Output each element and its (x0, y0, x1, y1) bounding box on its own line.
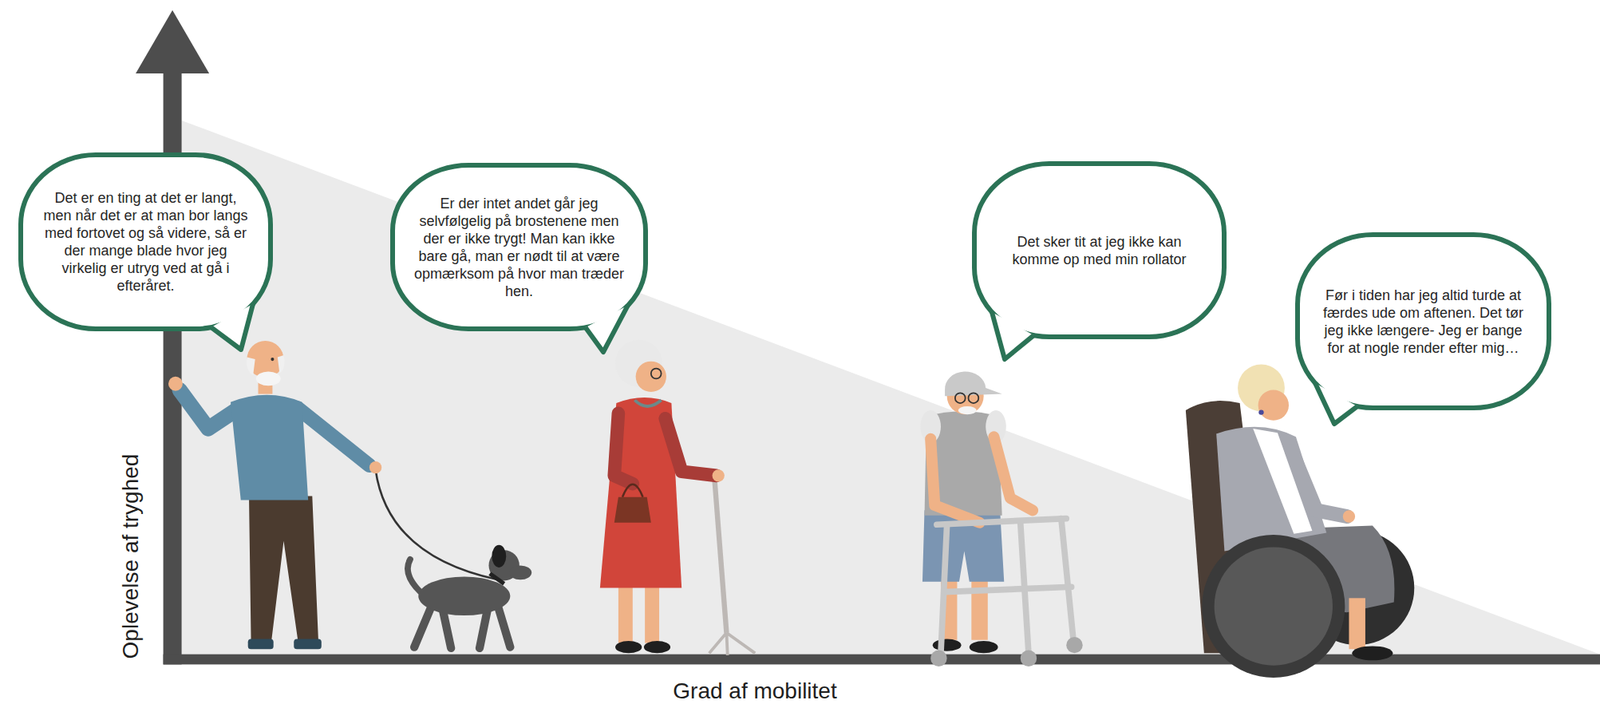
man-with-rollator-part (932, 638, 962, 651)
woman-in-wheelchair-part (1351, 645, 1393, 660)
dog-part (491, 545, 506, 568)
man-with-rollator-part (993, 436, 1033, 510)
woman-with-cane-part (634, 399, 661, 407)
man-with-dog-part (293, 638, 322, 649)
woman-in-wheelchair-part (1348, 597, 1365, 649)
y-axis-label: Oplevelse af tryghed (118, 454, 144, 660)
woman-with-cane-part (618, 581, 633, 644)
woman-with-cane-part (614, 413, 633, 484)
bubble-outline (974, 163, 1225, 337)
axes-part (135, 10, 210, 74)
speech-bubble: Det sker tit at jeg ikke kan komme op me… (974, 163, 1225, 337)
bubble-text: Det er en ting at det er langt, men når … (40, 189, 251, 295)
bubble-text: Er der intet andet går jeg selvfølgelig … (413, 194, 626, 301)
man-with-dog-part (248, 495, 319, 641)
bubble-outline (20, 154, 271, 329)
dog (407, 545, 532, 648)
woman-with-cane (600, 339, 755, 656)
bubble-tail (585, 305, 629, 352)
man-with-dog-part (277, 355, 285, 374)
bubble-body (974, 163, 1225, 337)
man-with-dog-part (230, 395, 309, 501)
bubble-tail (991, 312, 1034, 360)
woman-in-wheelchair (1185, 363, 1415, 678)
axes (135, 10, 1600, 665)
woman-with-cane-part (644, 581, 660, 644)
woman-with-cane-part (665, 418, 717, 476)
dog-part (407, 559, 421, 593)
man-with-rollator-part (971, 576, 988, 640)
man-with-rollator-part (967, 392, 979, 403)
woman-in-wheelchair-part (1201, 534, 1345, 678)
rollator-part (930, 650, 947, 667)
man-with-dog-part (270, 357, 274, 361)
man-with-rollator (920, 371, 1033, 653)
woman-with-cane-part (709, 632, 756, 656)
man-with-dog-part (179, 389, 239, 429)
bubble-body (20, 154, 271, 329)
bubble-body (392, 165, 646, 329)
dog-part (497, 606, 510, 648)
rollator-part (1061, 518, 1074, 641)
dog-part (489, 573, 505, 585)
woman-in-wheelchair-part (1214, 546, 1333, 665)
man-with-rollator-part (955, 392, 966, 403)
woman-with-cane-part (622, 484, 644, 498)
man-with-dog-part (248, 638, 274, 649)
man-with-rollator-part (930, 438, 980, 523)
bubble-tail (211, 304, 253, 350)
rollator-part (944, 586, 1072, 592)
dog-part (479, 608, 488, 648)
woman-with-cane-part (714, 475, 727, 633)
man-with-dog-part (256, 371, 281, 386)
woman-in-wheelchair-part (1291, 450, 1348, 517)
woman-with-cane-part (651, 368, 662, 380)
man-with-dog-part (369, 461, 382, 474)
dog-part (509, 564, 532, 580)
man-with-dog-part (168, 376, 183, 392)
man-with-rollator-part (958, 406, 977, 415)
woman-in-wheelchair-part (1258, 409, 1264, 415)
rollator-part (1066, 636, 1083, 653)
bubble-outline (392, 165, 646, 329)
man-with-rollator-part (969, 640, 999, 653)
bubble-text: Det sker tit at jeg ikke kan komme op me… (994, 233, 1205, 269)
man-with-dog-part (375, 469, 498, 580)
man-with-dog-part (246, 357, 256, 376)
dog-part (414, 608, 431, 648)
x-axis-label: Grad af mobilitet (672, 678, 837, 704)
woman-in-wheelchair-part (1258, 389, 1289, 420)
bubble-outline (1297, 234, 1549, 408)
speech-bubble: Det er en ting at det er langt, men når … (20, 154, 271, 329)
rollator (930, 518, 1083, 667)
bubble-text: Før i tiden har jeg altid turde at færde… (1317, 286, 1529, 357)
safety-triangle (181, 120, 1600, 655)
woman-with-cane-part (615, 640, 642, 653)
bubble-tail (1315, 383, 1358, 424)
woman-with-cane-part (712, 469, 725, 482)
dog-part (418, 576, 510, 616)
speech-bubble: Er der intet andet går jeg selvfølgelig … (392, 165, 646, 329)
safety-triangle-part (181, 120, 1600, 655)
woman-with-cane-part (614, 497, 652, 523)
woman-with-cane-part (643, 640, 671, 653)
speech-bubble: Før i tiden har jeg altid turde at færde… (1297, 234, 1549, 408)
woman-with-cane-part (636, 361, 667, 392)
dog-part (442, 610, 451, 648)
rollator-part (1020, 650, 1037, 667)
woman-in-wheelchair-part (1343, 509, 1356, 522)
bubble-body (1297, 234, 1549, 408)
man-with-dog-part (297, 407, 370, 466)
rollator-part (936, 518, 1067, 526)
illustration-group (135, 10, 1600, 678)
